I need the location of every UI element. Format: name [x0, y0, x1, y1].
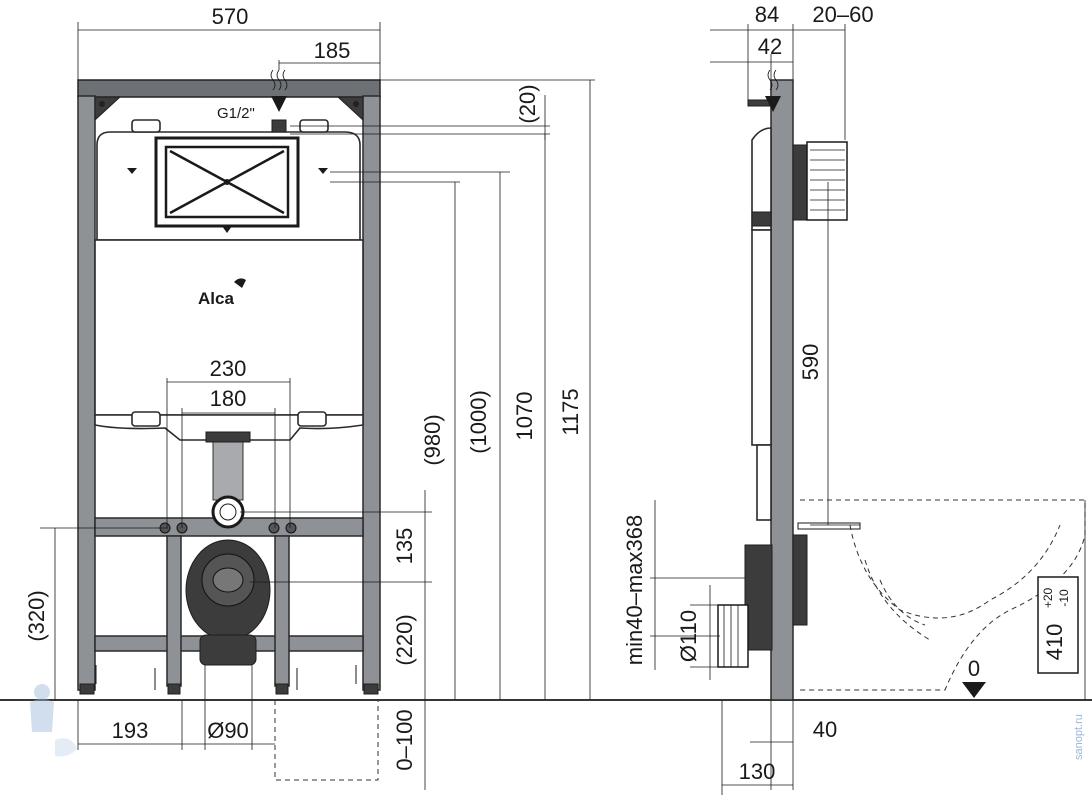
bracket-tr: [336, 96, 364, 122]
dim-220: (220): [392, 614, 417, 665]
dim-320: (320): [24, 590, 49, 641]
dim-110: Ø110: [676, 610, 701, 662]
tank-clip: [131, 411, 161, 427]
inlet-thread-label: G1/2": [217, 105, 255, 122]
dim-980: (980): [420, 414, 445, 465]
tank-clip: [297, 411, 327, 427]
flush-pipe: [212, 439, 244, 501]
flush-plate-mount: [792, 144, 808, 221]
dim-193: 193: [112, 718, 149, 743]
side-view: 84 20–60 42 590 min40–max368 Ø110 40 130…: [622, 2, 1086, 795]
side-bowl-stud: [797, 522, 861, 530]
dim-20-60: 20–60: [812, 2, 873, 27]
floor-level-marker: [962, 682, 986, 698]
dim-84: 84: [755, 2, 779, 27]
dim-drain-range: min40–max368: [622, 515, 647, 665]
frame-inner-left-post: [166, 535, 182, 687]
foot-extension-outline: [274, 700, 379, 781]
dim-40: 40: [813, 717, 837, 742]
side-frame-post: [770, 79, 794, 701]
flush-pipe-collar: [205, 431, 251, 443]
bolt: [353, 101, 359, 107]
front-view: Alca 570 185 G1/2": [24, 4, 595, 790]
dim-1070: 1070: [512, 392, 537, 441]
watermark-plumber-icon: [30, 684, 77, 757]
drain-outlet: [199, 634, 257, 666]
tank-clip: [131, 119, 161, 133]
dim-42: 42: [758, 34, 782, 59]
bolt: [99, 101, 105, 107]
frame-inner-right-post: [274, 535, 290, 687]
dim-130: 130: [739, 759, 776, 784]
toilet-bowl-outline: [800, 499, 1086, 691]
seat-height-box: [1037, 576, 1079, 674]
logo-bird-icon: [234, 278, 246, 288]
cistern-body: [94, 239, 364, 416]
dim-1175: 1175: [558, 388, 583, 435]
dim-410-plus: +20: [1041, 587, 1055, 608]
water-symbol: [276, 69, 282, 91]
side-drain-pipe: [717, 604, 749, 668]
side-flush-pipe: [756, 444, 772, 521]
dim-570: 570: [212, 4, 249, 29]
dim-foot-adjust: 0–100: [392, 709, 417, 770]
foot-inner-right: [275, 683, 289, 695]
dim-1000: (1000): [466, 390, 491, 454]
dim-185: 185: [314, 38, 351, 63]
frame-left-post: [77, 95, 96, 691]
dim-180: 180: [210, 386, 247, 411]
frame-top-beam: [77, 79, 381, 98]
side-cistern-body: [751, 229, 772, 446]
foot-inner-left: [167, 683, 181, 695]
bracket-tl: [94, 96, 122, 122]
foot-left: [79, 683, 95, 695]
dim-590: 590: [798, 344, 823, 381]
dim-135: 135: [392, 528, 417, 565]
inlet-valve: [271, 119, 287, 133]
side-bowl-bracket: [792, 534, 808, 626]
dim-410-minus: -10: [1057, 589, 1071, 607]
flush-plate-box: [806, 141, 848, 221]
floor-level-label: 0: [968, 656, 980, 681]
dim-410: 410: [1042, 624, 1067, 661]
brand-logo: Alca: [198, 289, 234, 308]
foot-right: [363, 683, 379, 695]
dim-230: 230: [210, 356, 247, 381]
frame-right-post: [362, 95, 381, 691]
dim-90: Ø90: [207, 718, 249, 743]
dim-20: (20): [515, 84, 540, 123]
watermark-text: sanopt.ru: [1073, 714, 1085, 760]
